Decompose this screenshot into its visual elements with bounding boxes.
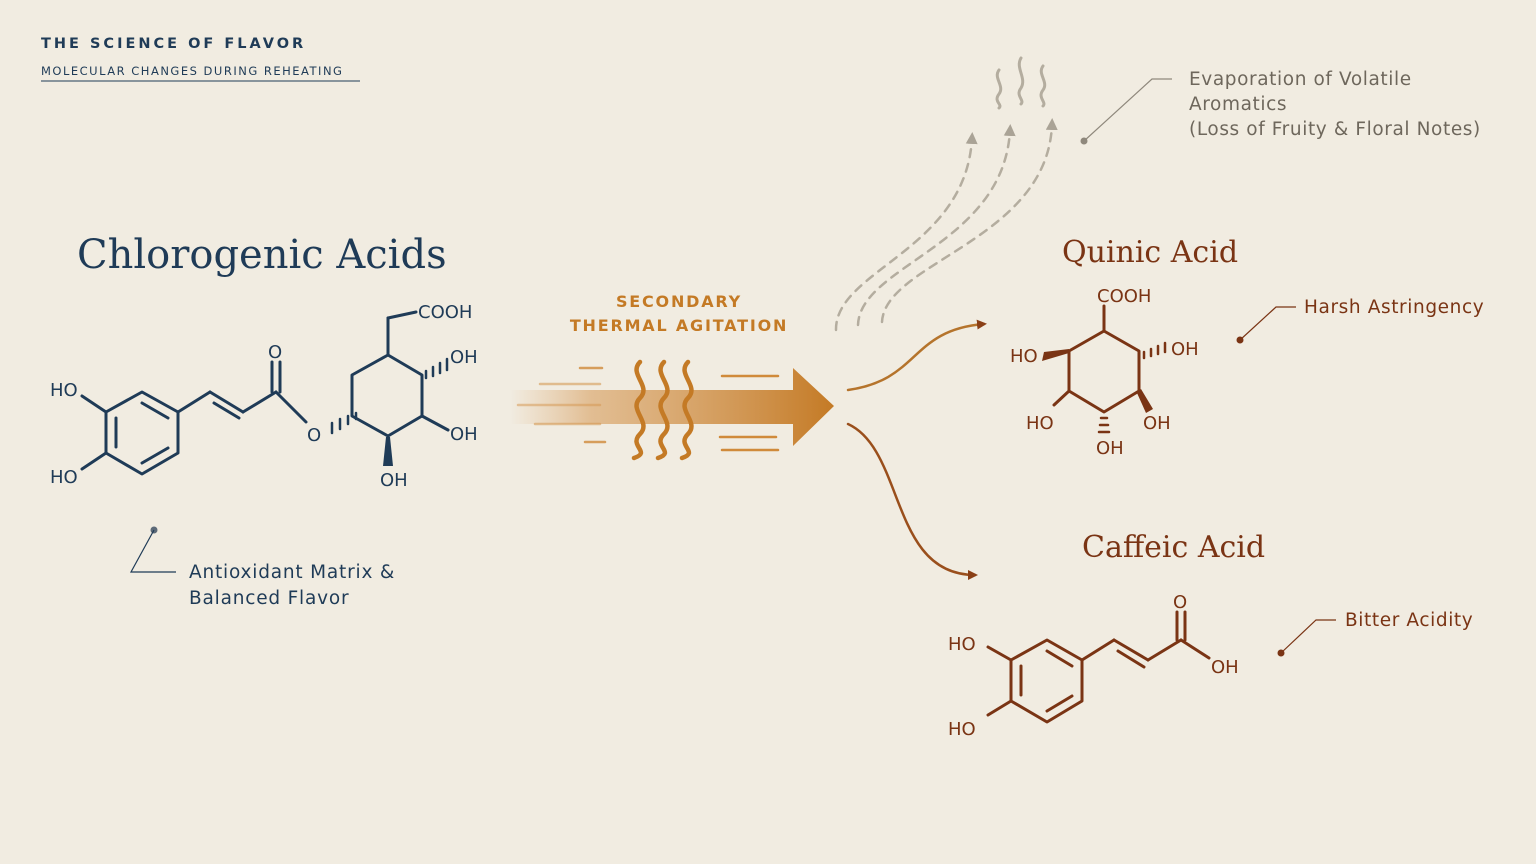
catechol-double-bond	[140, 446, 170, 465]
volatile-aromatics-group: Evaporation of Volatile Aromatics (Loss …	[834, 56, 1481, 332]
quinic-ring	[350, 353, 424, 438]
bond	[1146, 638, 1183, 662]
alkene-double-bond	[212, 401, 241, 420]
caffeic-acid-title: Caffeic Acid	[1082, 530, 1265, 565]
alkene-double-bond	[1116, 649, 1146, 669]
label-ester-o: O	[307, 425, 321, 446]
process-label-line1: SECONDARY	[616, 292, 742, 311]
callout-line	[1280, 619, 1336, 654]
header-subtitle: MOLECULAR CHANGES DURING REHEATING	[41, 64, 343, 78]
bond	[986, 699, 1013, 717]
callout-line	[129, 529, 176, 573]
bond	[1179, 638, 1211, 660]
chlorogenic-atom-labels: HO HO O O COOH OH OH OH	[50, 302, 478, 491]
callout-line	[1083, 78, 1172, 142]
arrow-to-caffeic	[846, 422, 978, 580]
chlorogenic-acid-structure	[80, 310, 450, 476]
label-ho: HO	[50, 380, 78, 401]
quinic-callout: Harsh Astringency	[1236, 297, 1484, 344]
callout-line	[1239, 306, 1296, 341]
wedge-bond	[1137, 389, 1153, 413]
thermal-process-group: SECONDARY THERMAL AGITATION	[510, 292, 834, 461]
header: THE SCIENCE OF FLAVOR MOLECULAR CHANGES …	[41, 36, 360, 82]
bond	[274, 390, 308, 424]
volatile-callout: Evaporation of Volatile Aromatics (Loss …	[1080, 69, 1481, 145]
thermal-arrow	[510, 368, 834, 446]
quinic-acid-title: Quinic Acid	[1062, 235, 1238, 270]
label-ho: HO	[1026, 413, 1054, 434]
bond	[420, 414, 450, 432]
label-oh: OH	[380, 470, 408, 491]
caffeic-atom-labels: HO HO O OH	[948, 592, 1239, 740]
quinic-atom-labels: COOH HO OH HO OH OH	[1010, 286, 1199, 459]
label-oh: OH	[1211, 657, 1239, 678]
catechol-double-bond	[140, 401, 170, 420]
quinic-note: Harsh Astringency	[1304, 297, 1484, 318]
wedge-bond	[1042, 349, 1069, 361]
label-ho: HO	[50, 467, 78, 488]
quinic-acid-group: Quinic Acid COOH HO OH HO OH OH Harsh As…	[1010, 235, 1484, 459]
caffeic-acid-group: Caffeic Acid HO HO O OH Bitter Acidity	[948, 530, 1473, 740]
volatile-note-line3: (Loss of Fruity & Floral Notes)	[1189, 119, 1481, 140]
arrow-to-quinic	[846, 319, 987, 392]
bond	[1052, 389, 1071, 407]
bond	[386, 310, 418, 320]
quinic-ring	[1067, 329, 1141, 414]
caffeic-acid-structure	[986, 610, 1211, 724]
process-label-line2: THERMAL AGITATION	[570, 316, 788, 335]
chlorogenic-acid-title: Chlorogenic Acids	[77, 232, 447, 278]
bond	[176, 390, 212, 414]
volatile-note-line2: Aromatics	[1189, 94, 1287, 115]
label-ho: HO	[948, 719, 976, 740]
vapor-arrows	[834, 118, 1058, 332]
bond	[241, 390, 278, 414]
label-ho: HO	[948, 634, 976, 655]
label-oh: OH	[450, 347, 478, 368]
chlorogenic-stereo-bonds	[330, 357, 449, 435]
chlorogenic-note-line1: Antioxidant Matrix &	[189, 562, 395, 583]
chlorogenic-acid-group: Chlorogenic Acids	[50, 232, 478, 609]
bond	[80, 394, 108, 414]
label-cooh: COOH	[418, 302, 472, 323]
label-cooh: COOH	[1097, 286, 1151, 307]
chlorogenic-note-line2: Balanced Flavor	[189, 588, 349, 609]
bond	[80, 451, 108, 471]
alkene-bond	[1112, 638, 1150, 662]
bond	[986, 645, 1013, 662]
label-oh: OH	[1096, 438, 1124, 459]
chlorogenic-callout: Antioxidant Matrix & Balanced Flavor	[129, 526, 395, 609]
catechol-double-bond	[1045, 649, 1074, 668]
label-oh: OH	[450, 424, 478, 445]
alkene-bond	[208, 390, 245, 414]
label-carbonyl-o: O	[268, 342, 282, 363]
caffeic-note: Bitter Acidity	[1345, 610, 1473, 631]
wedge-bond	[383, 437, 393, 466]
volatile-note-line1: Evaporation of Volatile	[1189, 69, 1412, 90]
label-carbonyl-o: O	[1173, 592, 1187, 613]
catechol-double-bond	[1045, 694, 1074, 713]
steam-icon	[995, 56, 1047, 110]
product-arrows	[846, 319, 987, 580]
heat-wave-icons	[631, 359, 694, 461]
label-ho: HO	[1010, 346, 1038, 367]
bond	[1080, 638, 1116, 662]
header-title: THE SCIENCE OF FLAVOR	[41, 36, 306, 52]
quinic-stereo-bonds	[1097, 341, 1167, 434]
label-oh: OH	[1171, 339, 1199, 360]
caffeic-callout: Bitter Acidity	[1277, 610, 1473, 657]
quinic-acid-structure	[1052, 304, 1141, 414]
label-oh: OH	[1143, 413, 1171, 434]
